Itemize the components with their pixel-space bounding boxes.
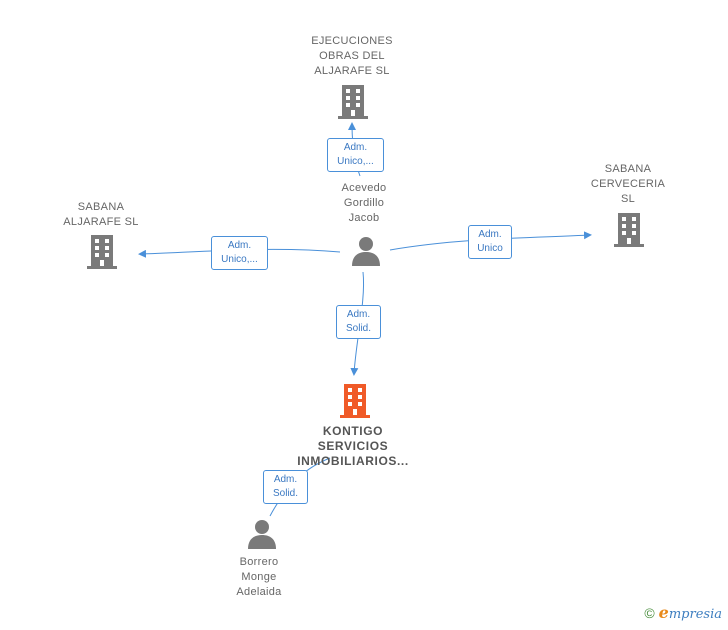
edge-label-line1: Adm. — [478, 229, 502, 240]
edge-label-to-sabana-cerveceria[interactable]: Adm. Unico — [468, 225, 512, 259]
edge-label-borrero-to-kontigo[interactable]: Adm. Solid. — [263, 470, 308, 504]
copyright-icon: © — [644, 605, 655, 621]
edge-label-to-sabana-aljarafe[interactable]: Adm. Unico,... — [211, 236, 268, 270]
kontigo-label[interactable]: KONTIGO SERVICIOS INMOBILIARIOS... — [297, 424, 409, 468]
edge-label-to-kontigo[interactable]: Adm. Solid. — [336, 305, 381, 339]
borrero-label[interactable]: Borrero Monge Adelaida — [236, 556, 282, 598]
edge-label-line1: Adm. — [227, 240, 252, 251]
building-icon[interactable] — [614, 213, 644, 247]
building-icon[interactable] — [87, 235, 117, 269]
empresia-logo[interactable]: ©empresia — [644, 603, 722, 622]
sabana-aljarafe-label[interactable]: SABANA ALJARAFE SL — [63, 201, 139, 228]
acevedo-label[interactable]: Acevedo Gordillo Jacob — [341, 182, 387, 224]
person-icon[interactable] — [247, 519, 277, 549]
edge-label-line2: Unico — [477, 243, 503, 254]
edge-label-line2: Solid. — [345, 323, 371, 334]
person-icon[interactable] — [351, 236, 381, 266]
edge-label-line1: Adm. — [273, 474, 298, 485]
edge-label-line2: Unico,... — [337, 156, 374, 167]
building-icon[interactable] — [338, 85, 368, 119]
brand-rest: mpresia — [668, 607, 722, 622]
building-main-icon[interactable] — [340, 384, 370, 418]
brand-e: e — [658, 603, 669, 622]
sabana-cerveceria-label[interactable]: SABANA CERVECERIA SL — [590, 163, 666, 205]
edge-label-line1: Adm. — [343, 142, 368, 153]
edge-label-line2: Unico,... — [221, 254, 258, 265]
edge-label-line2: Solid. — [272, 488, 298, 499]
edge-label-to-ejecuciones[interactable]: Adm. Unico,... — [327, 138, 384, 172]
ejecuciones-label[interactable]: EJECUCIONES OBRAS DEL ALJARAFE SL — [311, 35, 393, 77]
edge-label-line1: Adm. — [346, 309, 371, 320]
